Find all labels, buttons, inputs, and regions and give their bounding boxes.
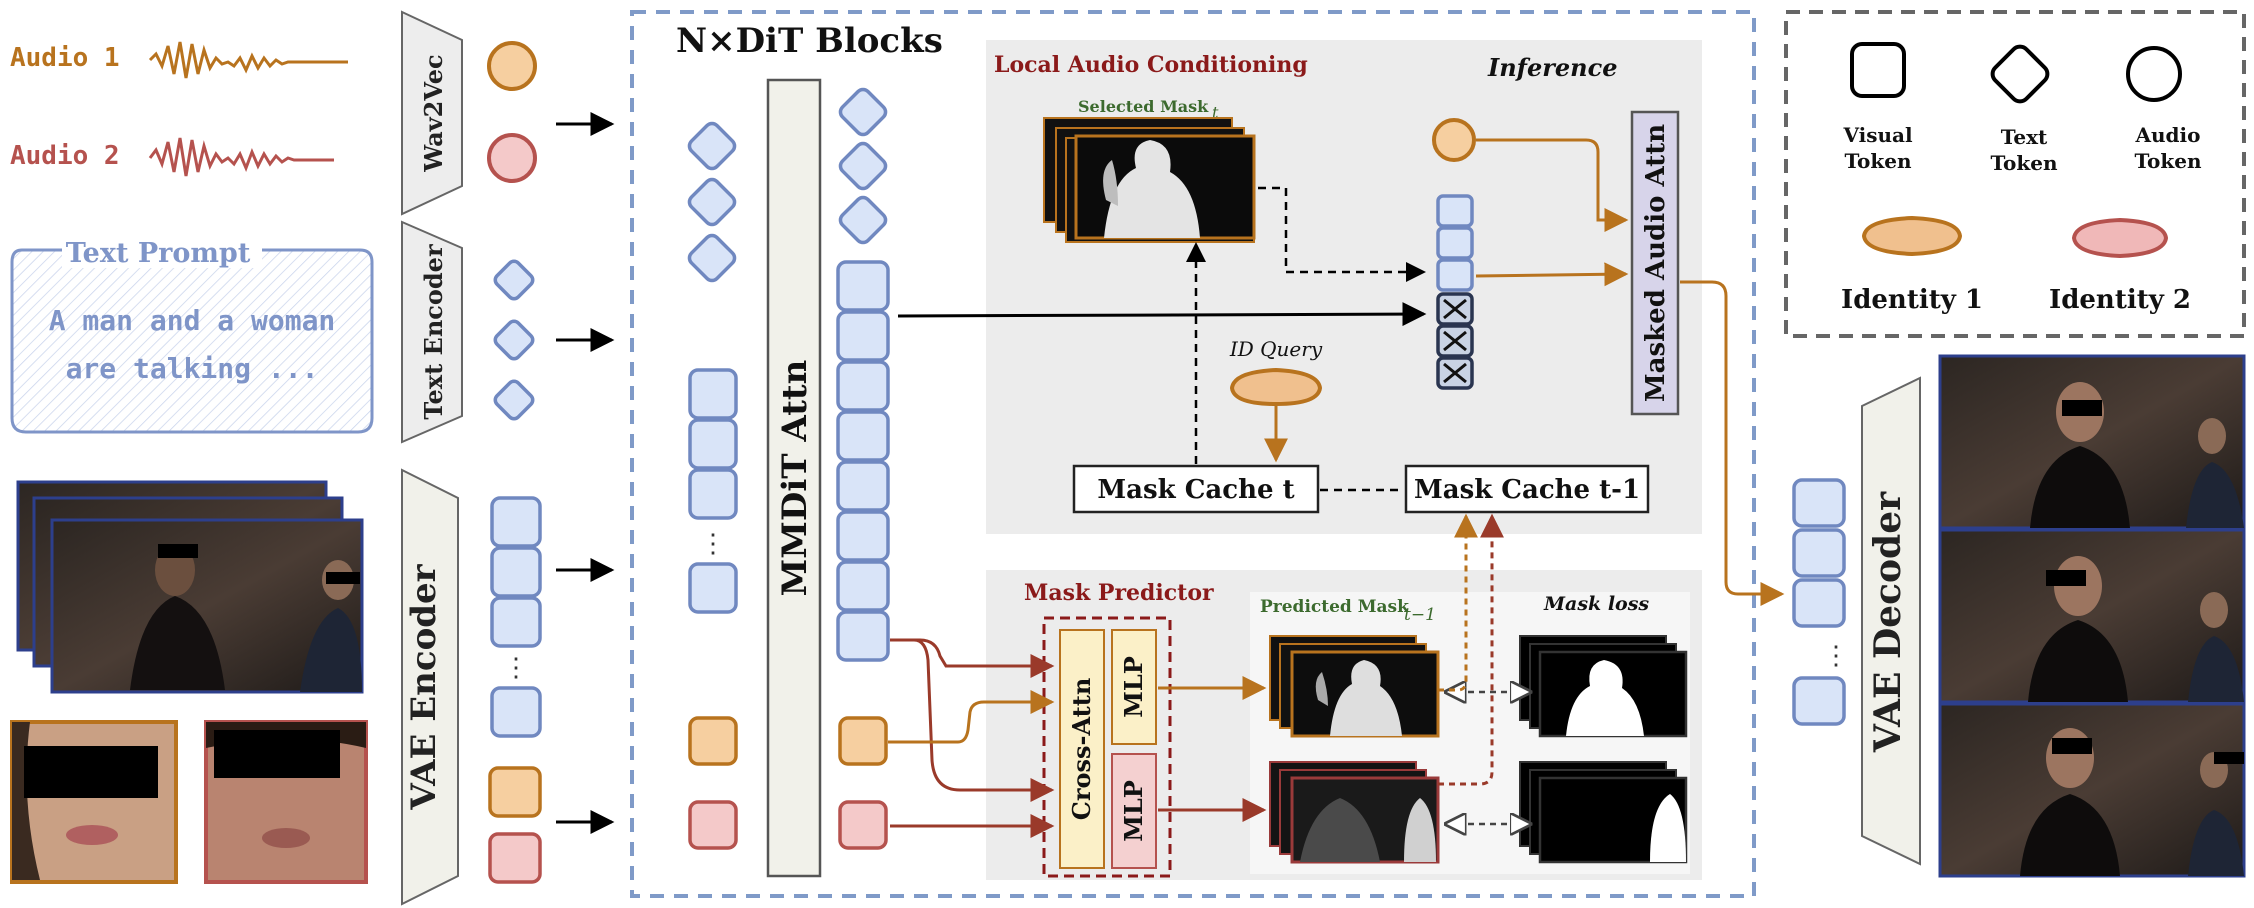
- ellipsis-decoder: ⋮: [1823, 641, 1849, 671]
- legend-text-token-line2: Token: [1990, 151, 2058, 175]
- mask-cache-t-box: Mask Cache t: [1072, 464, 1320, 514]
- legend-audio-token-line2: Token: [2134, 149, 2202, 173]
- mlp-top-block: MLP: [1111, 629, 1157, 745]
- text-prompt-line-2: are talking ...: [66, 352, 319, 385]
- predicted-mask-1-stack: [1269, 635, 1440, 738]
- dit-blocks-frame: [630, 10, 1756, 898]
- wav2vec-label: Wav2Vec: [419, 54, 448, 172]
- ellipsis-dit: ⋮: [700, 529, 726, 559]
- identity-1-token-input: [488, 766, 542, 818]
- legend-visual-token-icon: [1850, 42, 1906, 98]
- mmdit-attn-block: MMDiT Attn: [766, 78, 822, 878]
- ellipsis-input: ⋮: [503, 653, 529, 683]
- id-query-label: ID Query: [1229, 337, 1323, 361]
- mask-cache-t1-box: Mask Cache t-1: [1404, 464, 1650, 514]
- audio-1-token: [487, 41, 537, 91]
- vae-decoder-label: VAE Decoder: [1867, 491, 1909, 753]
- legend-visual-token-line2: Token: [1844, 149, 1912, 173]
- legend-text-token-line1: Text: [2001, 125, 2048, 149]
- cross-attn-label: Cross-Attn: [1067, 678, 1096, 821]
- legend-audio-token-icon: [2126, 46, 2182, 102]
- legend-box: [1784, 10, 2246, 338]
- predicted-mask-2-stack: [1269, 761, 1440, 864]
- mlp-bottom-block: MLP: [1111, 753, 1157, 869]
- dit-title: N×DiT Blocks: [676, 21, 943, 61]
- inference-label: Inference: [1487, 53, 1618, 82]
- dit-visual-tokens-in: ⋮: [688, 368, 738, 614]
- dit-text-tokens-in: [687, 121, 737, 283]
- audio-2-label: Audio 2: [10, 141, 120, 171]
- local-audio-arrows: [897, 138, 1785, 606]
- cross-attn-block: Cross-Attn: [1059, 629, 1105, 869]
- selected-mask-label: Selected Mask: [1078, 97, 1209, 116]
- decoder-input-tokens: ⋮: [1792, 478, 1849, 726]
- text-encoder: Text Encoder: [401, 220, 463, 444]
- inference-token-column: [1436, 194, 1474, 390]
- mask-predictor-title: Mask Predictor: [1024, 580, 1214, 606]
- mask-cache-t-label: Mask Cache t: [1097, 475, 1294, 505]
- visual-tokens-input: ⋮: [490, 496, 542, 738]
- identity-1-face: [10, 720, 178, 884]
- mask-cache-t1-label: Mask Cache t-1: [1414, 475, 1640, 505]
- mlp-top-label: MLP: [1119, 656, 1148, 718]
- legend-identity-2-label: Identity 2: [2049, 285, 2191, 315]
- gt-mask-1-stack: [1519, 635, 1688, 738]
- mask-predictor-arrows: [888, 513, 1504, 838]
- legend-identity-2-icon: [2071, 217, 2169, 259]
- dit-identity-2-token-in: [688, 800, 738, 850]
- dit-identity-2-token-out: [838, 800, 888, 850]
- masked-audio-attn-label: Masked Audio Attn: [1641, 124, 1671, 402]
- predicted-mask-sub: t−1: [1404, 605, 1436, 625]
- vae-encoder: VAE Encoder: [401, 468, 459, 906]
- legend-identity-1-icon: [1861, 215, 1963, 257]
- vae-encoder-label: VAE Encoder: [404, 563, 444, 810]
- dit-text-tokens-out: [838, 87, 888, 245]
- identity-2-face: [204, 720, 368, 884]
- audio-2-row: Audio 2: [10, 137, 334, 177]
- text-prompt-title: Text Prompt: [66, 238, 251, 269]
- dit-identity-1-token-in: [688, 716, 738, 766]
- mlp-bottom-label: MLP: [1119, 780, 1148, 842]
- audio-2-token: [487, 133, 537, 183]
- local-audio-title: Local Audio Conditioning: [994, 52, 1308, 78]
- identity-2-token-input: [488, 832, 542, 884]
- selected-mask-stack: [1043, 117, 1256, 243]
- mmdit-attn-label: MMDiT Attn: [775, 360, 815, 597]
- encoder-to-dit-arrows: [556, 112, 615, 834]
- id-query-token: [1229, 367, 1323, 407]
- text-encoder-label: Text Encoder: [419, 244, 448, 420]
- masked-audio-attn-block: Masked Audio Attn: [1630, 110, 1680, 416]
- legend-identity-1-label: Identity 1: [1841, 285, 1983, 315]
- dit-identity-1-token-out: [838, 716, 888, 766]
- legend-visual-token-line1: Visual: [1842, 123, 1913, 147]
- text-tokens: [493, 259, 535, 421]
- dit-visual-tokens-out: [836, 260, 890, 662]
- input-video-frames: [16, 480, 364, 694]
- predicted-mask-label: Predicted Mask: [1260, 597, 1410, 617]
- gt-mask-2-stack: [1519, 761, 1688, 864]
- mask-loss-arrows: [1446, 692, 1530, 824]
- inference-audio-token: [1432, 118, 1476, 162]
- selected-mask-sub: t: [1212, 103, 1219, 122]
- audio-1-row: Audio 1: [10, 41, 348, 79]
- legend-audio-token-line1: Audio: [2135, 123, 2201, 147]
- legend-text-token-icon: [1990, 44, 2050, 104]
- mask-loss-label: Mask loss: [1543, 593, 1649, 615]
- audio-1-waveform: [148, 41, 348, 79]
- audio-1-label: Audio 1: [10, 43, 120, 73]
- output-video-frames: [1938, 354, 2246, 878]
- text-prompt-box: Text Prompt A man and a woman are talkin…: [10, 238, 374, 434]
- wav2vec-encoder: Wav2Vec: [401, 10, 463, 216]
- vae-decoder: VAE Decoder: [1861, 376, 1921, 866]
- text-prompt-line-1: A man and a woman: [49, 304, 336, 337]
- audio-2-waveform: [148, 137, 334, 177]
